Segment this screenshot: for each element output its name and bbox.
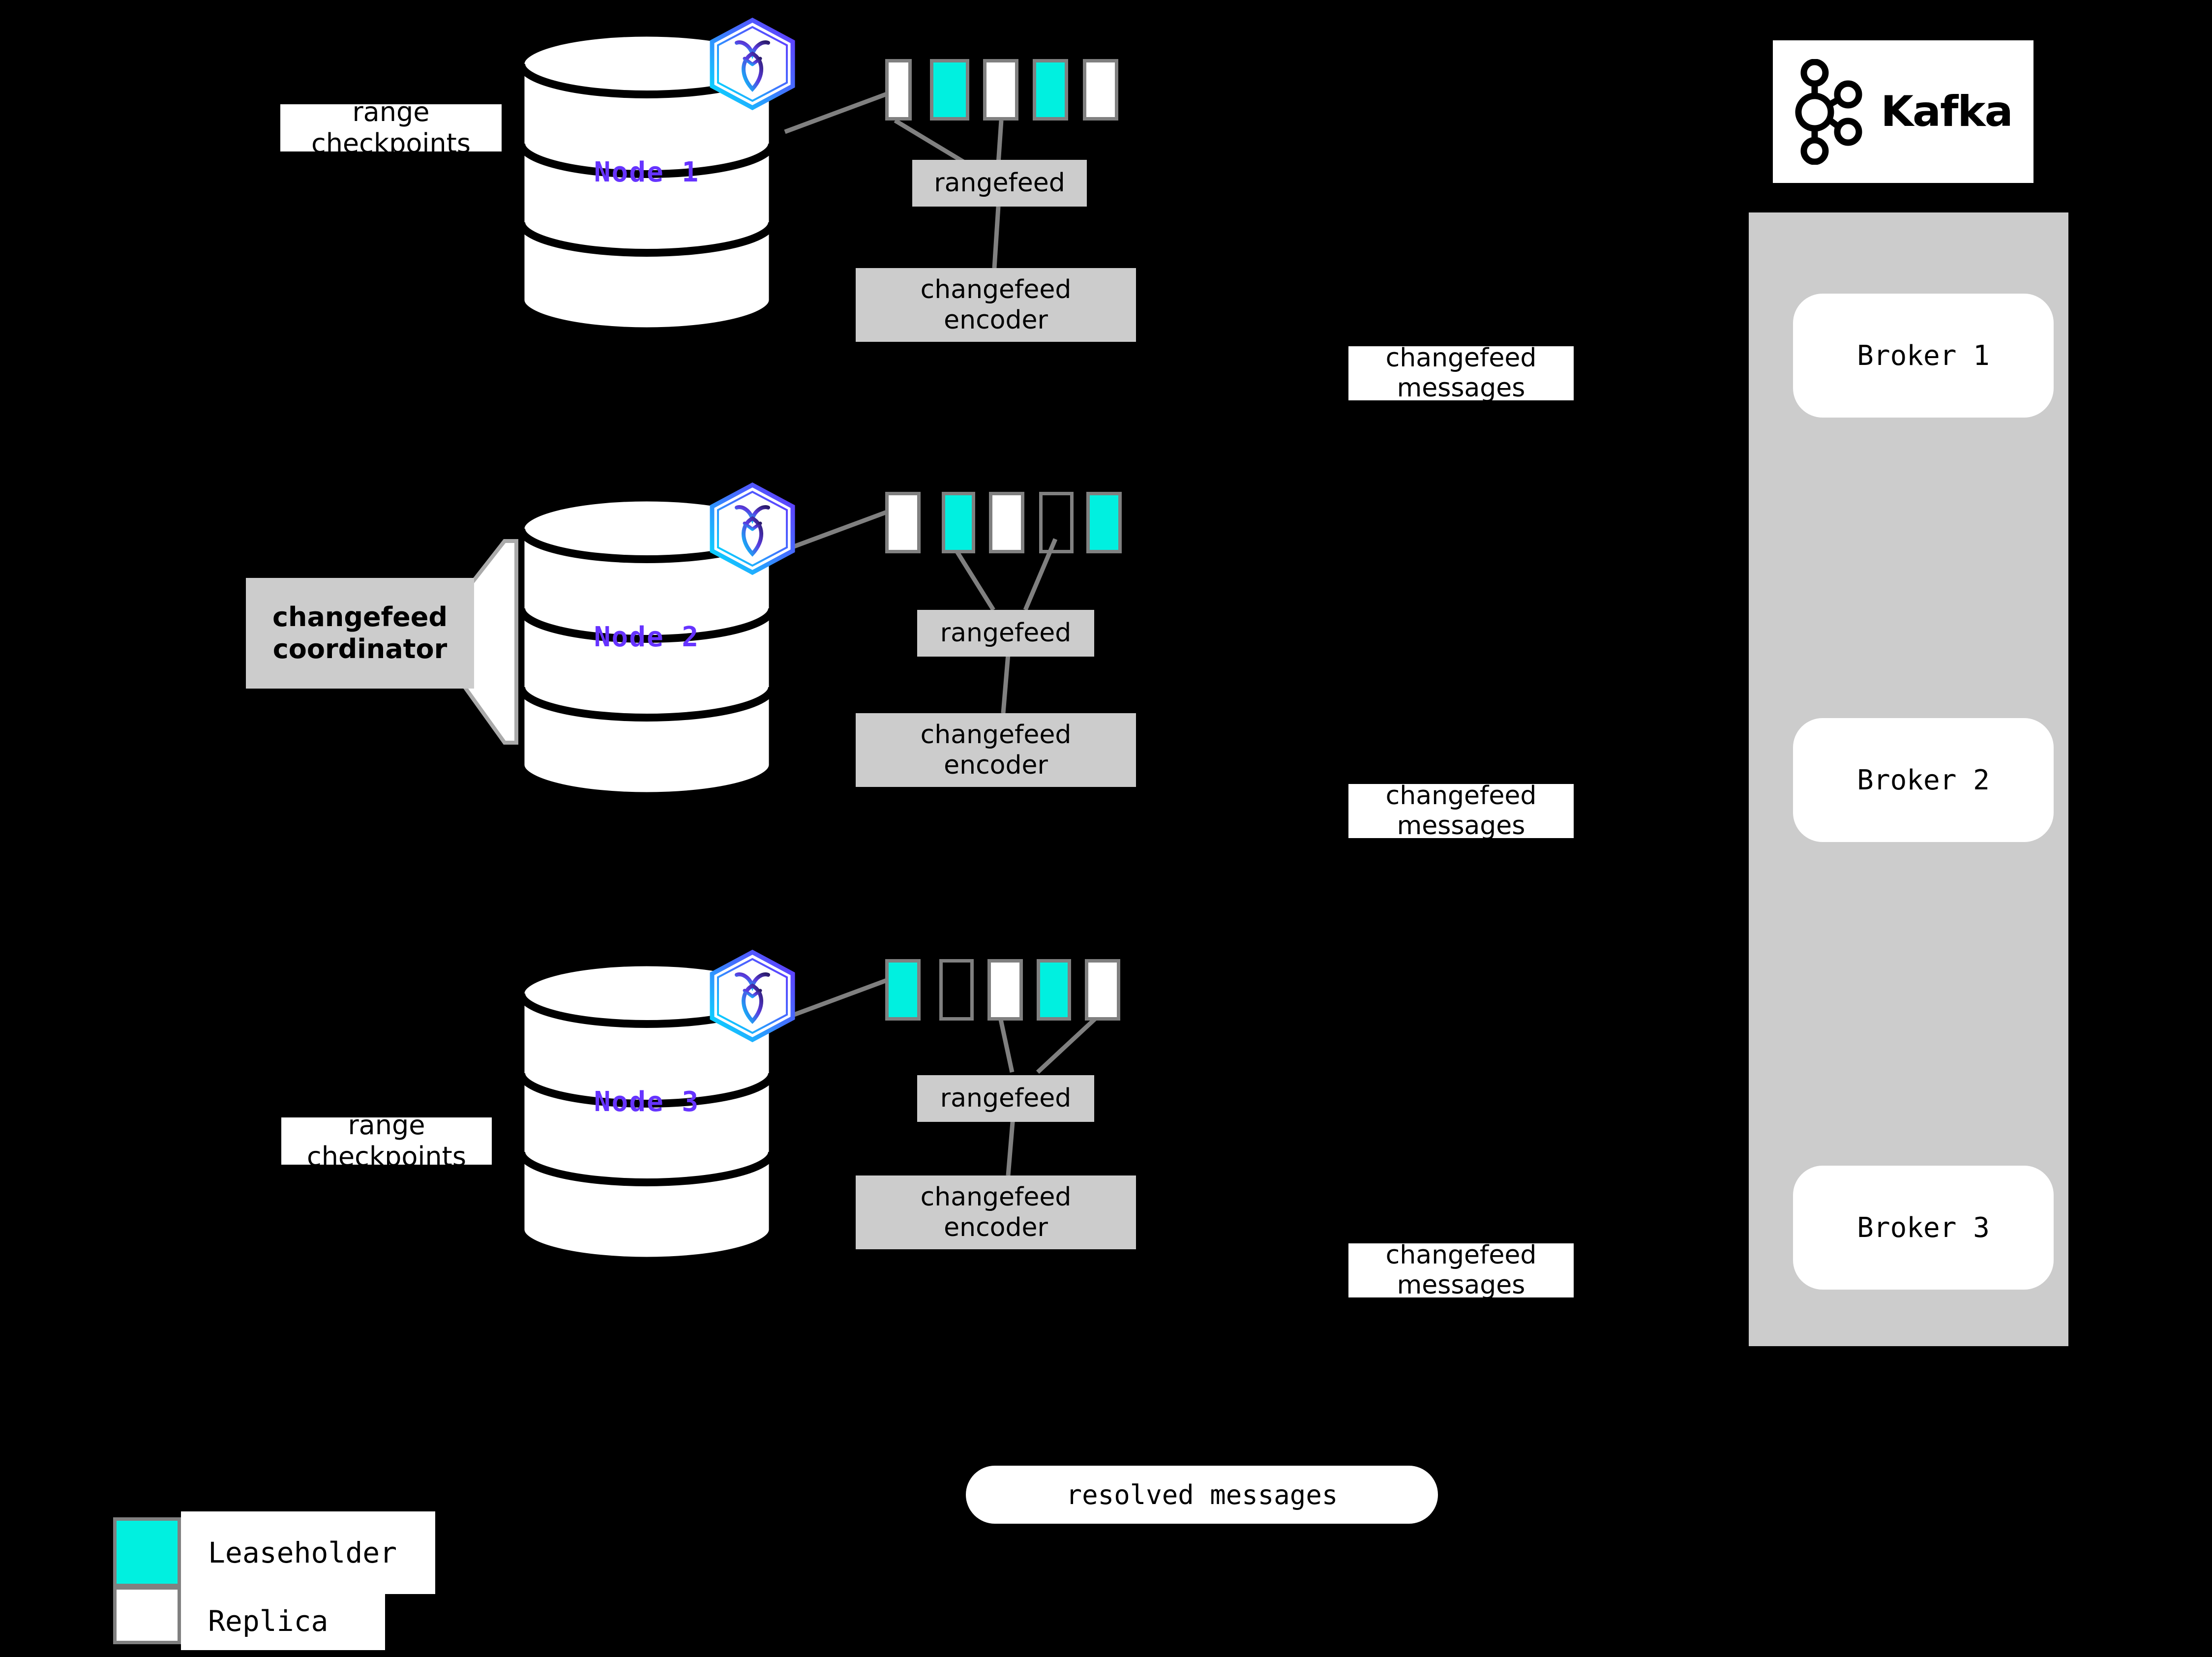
resolved-messages-label: resolved messages xyxy=(1066,1479,1338,1510)
node-2-range-row xyxy=(885,492,1180,556)
legend-swatch-replica xyxy=(113,1586,181,1644)
node-1-range-row xyxy=(885,59,1161,123)
range-replica[interactable] xyxy=(989,492,1024,553)
node-3-range-row xyxy=(885,959,1180,1023)
broker-3-label: Broker 3 xyxy=(1857,1211,1990,1244)
broker-1-label: Broker 1 xyxy=(1857,339,1990,372)
node-1-rangefeed-label: rangefeed xyxy=(934,168,1065,198)
coordinator-line-2: coordinator xyxy=(272,633,448,664)
broker-2[interactable]: Broker 2 xyxy=(1793,718,2054,842)
range-empty[interactable] xyxy=(939,959,974,1021)
range-replica[interactable] xyxy=(885,59,912,121)
encoder-line-1: changefeed xyxy=(920,720,1072,750)
changefeed-coordinator[interactable]: changefeed coordinator xyxy=(246,578,474,689)
messages-line-1: changefeed xyxy=(1385,343,1537,373)
cockroachdb-hexagon-icon xyxy=(708,949,797,1043)
messages-line-2: messages xyxy=(1397,1270,1525,1300)
range-leaseholder[interactable] xyxy=(1037,959,1071,1021)
node-1-annotation-line-2: checkpoints xyxy=(311,128,471,159)
messages-line-1: changefeed xyxy=(1385,1240,1537,1270)
range-replica[interactable] xyxy=(1085,959,1120,1021)
range-leaseholder[interactable] xyxy=(885,959,921,1021)
range-leaseholder[interactable] xyxy=(1033,59,1068,121)
node-2-changefeed-messages: changefeed messages xyxy=(1348,781,1574,841)
range-leaseholder[interactable] xyxy=(1086,492,1122,553)
node-3-annotation-line-2: checkpoints xyxy=(307,1141,466,1172)
range-replica[interactable] xyxy=(987,959,1023,1021)
encoder-line-1: changefeed xyxy=(920,274,1072,304)
resolved-messages: resolved messages xyxy=(966,1466,1438,1524)
node-2-changefeed-encoder[interactable]: changefeed encoder xyxy=(856,713,1136,787)
range-replica[interactable] xyxy=(983,59,1018,121)
cockroachdb-hexagon-icon xyxy=(708,17,797,111)
legend-label-replica: Replica xyxy=(181,1592,385,1650)
range-replica[interactable] xyxy=(885,492,921,553)
encoder-line-2: encoder xyxy=(944,1213,1048,1242)
node-1-changefeed-encoder[interactable]: changefeed encoder xyxy=(856,268,1136,342)
legend-swatch-leaseholder xyxy=(113,1517,181,1587)
messages-line-2: messages xyxy=(1397,373,1525,403)
encoder-line-2: encoder xyxy=(944,751,1048,780)
node-3-annotation-line-1: range xyxy=(348,1110,425,1141)
node-1-annotation-line-1: range xyxy=(352,96,430,128)
broker-2-label: Broker 2 xyxy=(1857,764,1990,796)
encoder-line-1: changefeed xyxy=(920,1182,1072,1212)
node-1-cylinder: Node 1 xyxy=(516,30,777,334)
kafka-logo-icon xyxy=(1795,59,1862,165)
broker-1[interactable]: Broker 1 xyxy=(1793,294,2054,418)
legend: Leaseholder Replica xyxy=(113,1511,556,1650)
cockroachdb-hexagon-icon xyxy=(708,482,797,575)
kafka-logo-box: Kafka xyxy=(1773,40,2033,183)
node-2-rangefeed[interactable]: rangefeed xyxy=(917,610,1094,657)
kafka-broker-panel: Broker 1 Broker 2 Broker 3 xyxy=(1749,212,2068,1346)
node-3-annotation: range checkpoints xyxy=(281,1110,492,1172)
messages-line-2: messages xyxy=(1397,811,1525,841)
node-1-annotation: range checkpoints xyxy=(280,96,502,159)
range-empty[interactable] xyxy=(1039,492,1074,553)
range-leaseholder[interactable] xyxy=(942,492,975,553)
encoder-line-2: encoder xyxy=(944,305,1048,335)
kafka-wordmark: Kafka xyxy=(1881,87,2013,136)
messages-line-1: changefeed xyxy=(1385,781,1537,811)
node-1-rangefeed[interactable]: rangefeed xyxy=(912,160,1087,207)
node-2-rangefeed-label: rangefeed xyxy=(940,618,1072,648)
range-replica[interactable] xyxy=(1083,59,1118,121)
coordinator-line-1: changefeed xyxy=(272,601,448,633)
range-leaseholder[interactable] xyxy=(930,59,969,121)
broker-3[interactable]: Broker 3 xyxy=(1793,1166,2054,1290)
coordinator-callout-tail xyxy=(462,539,518,745)
node-3-changefeed-encoder[interactable]: changefeed encoder xyxy=(856,1175,1136,1249)
node-3-rangefeed-label: rangefeed xyxy=(940,1084,1072,1114)
node-3-rangefeed[interactable]: rangefeed xyxy=(917,1075,1094,1122)
legend-label-leaseholder: Leaseholder xyxy=(181,1511,435,1594)
node-3-changefeed-messages: changefeed messages xyxy=(1348,1240,1574,1300)
node-1-changefeed-messages: changefeed messages xyxy=(1348,343,1574,403)
